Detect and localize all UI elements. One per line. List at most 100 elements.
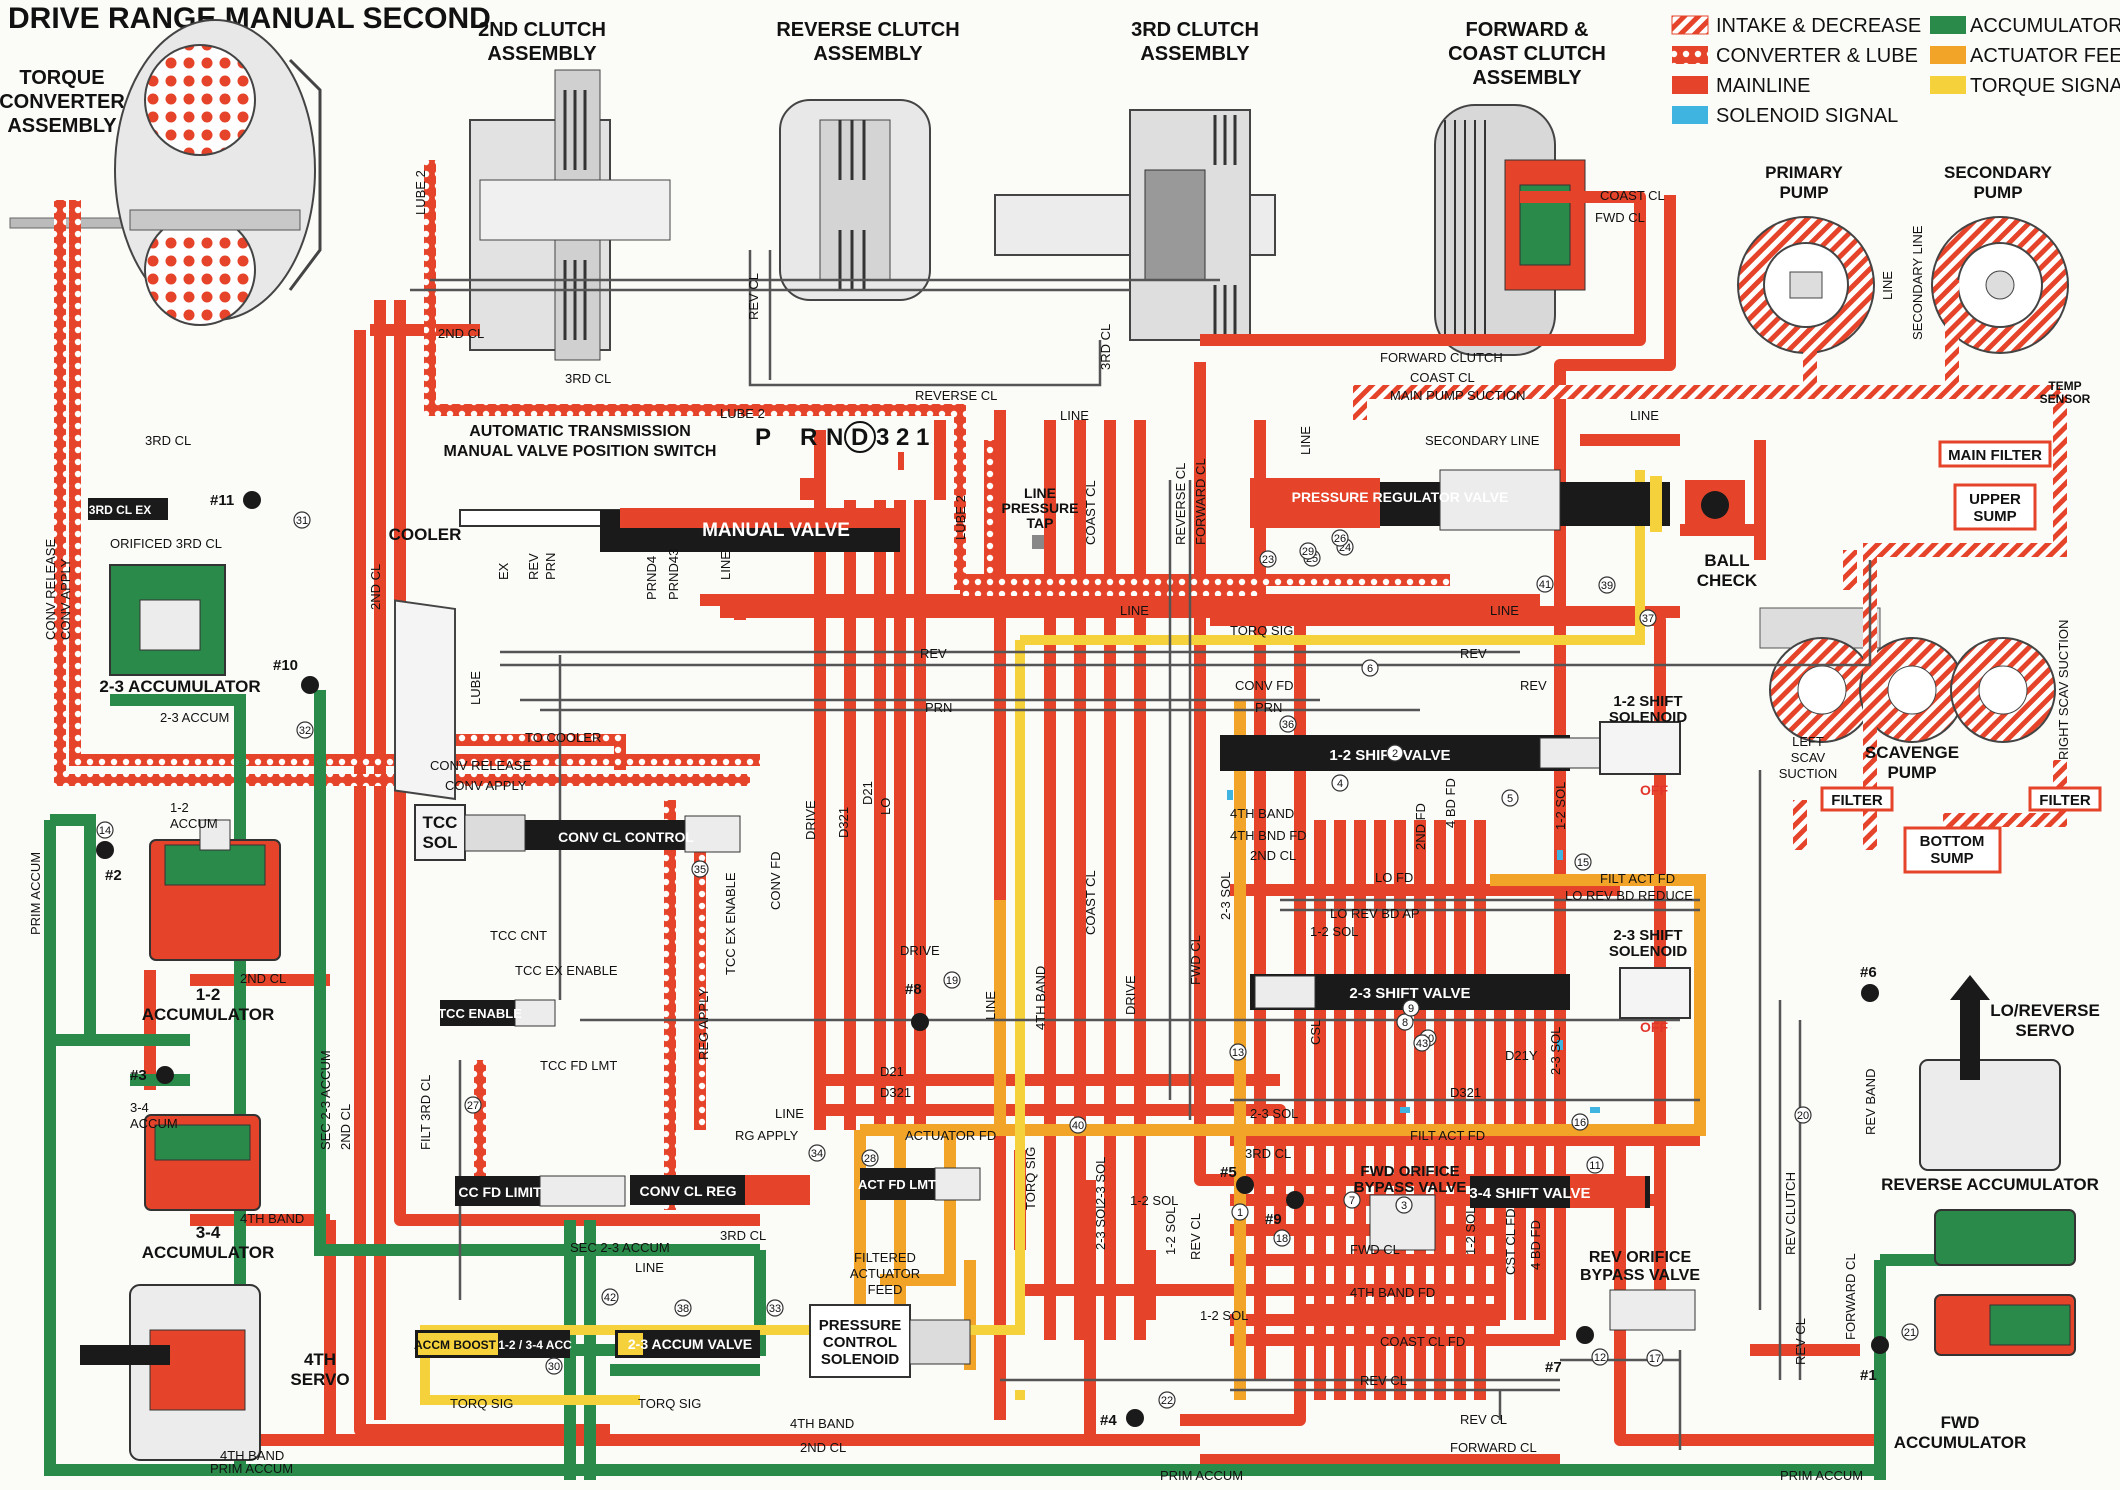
legend-actuator: ACTUATOR FEED [1930,45,2120,67]
shift-valve-2-3[interactable]: 2-3 SHIFT VALVE [1250,974,1570,1010]
svg-text:ASSEMBLY: ASSEMBLY [487,43,597,65]
orifice-9: 9 [1402,999,1420,1017]
main-filter: MAIN FILTER [1938,440,2052,468]
orifice-23: 23 [1259,550,1277,568]
svg-text:2-3 SOL: 2-3 SOL [1218,872,1233,920]
lbl-d321-right: D321 [1450,1085,1481,1100]
act-fd-lmt-valve[interactable]: ACT FD LMT [858,1167,981,1201]
valve-bodies: MANUAL VALVE PRESSURE REGULATOR VALVE 1-… [88,469,1670,1358]
pressure-regulator-valve[interactable]: PRESSURE REGULATOR VALVE [1250,469,1670,532]
orifice-number: 34 [811,1148,823,1160]
svg-text:ASSEMBLY: ASSEMBLY [1140,43,1250,65]
lbl-line-low: LINE [635,1260,664,1275]
lbl-2-3-accum: 2-3 ACCUM [160,710,229,725]
orifice-number: 40 [1072,1120,1084,1132]
svg-text:SCAV: SCAV [1791,750,1826,765]
svg-text:2-3 SOL: 2-3 SOL [1548,1027,1563,1075]
svg-text:UPPER: UPPER [1969,491,2021,508]
legend-mainline: MAINLINE [1672,75,1810,97]
orifice-number: 38 [677,1303,689,1315]
lbl-tcc-ex-enable: TCC EX ENABLE [515,963,618,978]
orifice-27: 27 [464,1096,482,1114]
svg-text:1-2 SOL: 1-2 SOL [1163,1207,1178,1255]
orifice-20: 20 [1794,1106,1812,1124]
right-scav-label: RIGHT SCAV SUCTION [2056,620,2071,760]
orifice-30: 30 [545,1357,563,1375]
svg-text:TORQUE SIGNAL: TORQUE SIGNAL [1970,75,2120,97]
accumulator-1-2: 1-2 ACCUMULATOR 1-2 ACCUM [142,800,281,1024]
svg-text:SENSOR: SENSOR [2040,392,2091,406]
svg-text:REV CL: REV CL [1793,1318,1808,1365]
svg-text:TORQ SIG: TORQ SIG [1023,1147,1038,1210]
lbl-2nd-cl-top: 2ND CL [438,326,484,341]
lbl-line-pump: LINE [1630,408,1659,423]
svg-text:2-3 SHIFT VALVE: 2-3 SHIFT VALVE [1349,985,1470,1002]
lbl-4th-bnd-fd: 4TH BND FD [1230,828,1307,843]
orifice-17: 17 [1646,1349,1664,1367]
checkball-6: #6 [1860,964,1879,1002]
svg-text:ACCUMULATOR: ACCUMULATOR [1894,1433,2027,1452]
svg-text:ACTUATOR FEED: ACTUATOR FEED [1970,45,2120,67]
lbl-conv-fd: CONV FD [1235,678,1294,693]
svg-text:COOLER: COOLER [389,525,462,544]
checkballs: #1 #2 #3 #4 #5 #6 #7 #8 #9 #10 #11 [96,491,1889,1429]
tcc-enable-valve[interactable]: TCC ENABLE [438,999,556,1027]
svg-text:DRIVE: DRIVE [803,800,818,840]
orifice-number: 12 [1594,1352,1606,1364]
conv-cl-control-valve[interactable]: CONV CL CONTROL [520,815,741,853]
lbl-lo-rev-bd-reduce: LO REV BD REDUCE [1565,888,1693,903]
svg-text:ASSEMBLY: ASSEMBLY [1472,67,1582,89]
svg-text:PUMP: PUMP [1779,183,1828,202]
orifice-number: 30 [548,1361,560,1373]
svg-text:D321: D321 [836,807,851,838]
svg-text:MAINLINE: MAINLINE [1716,75,1810,97]
orifice-7: 7 [1343,1191,1361,1209]
solenoid-signal-circuits [1227,790,1600,1113]
manual-valve-position-switch: AUTOMATIC TRANSMISSION MANUAL VALVE POSI… [444,421,929,470]
forward-coast-label: FORWARD & [1466,19,1589,41]
checkball-10: #10 [273,657,319,694]
lbl-d21y: D21Y [1505,1048,1538,1063]
accm-boost-valve[interactable]: ACCM BOOST 1-2 / 3-4 ACC [414,1330,572,1358]
svg-text:FWD: FWD [1941,1413,1980,1432]
svg-text:2ND CL: 2ND CL [368,564,383,610]
svg-text:1-2 SOL: 1-2 SOL [1553,782,1568,830]
svg-text:LINE: LINE [1880,271,1895,300]
svg-text:3RD CL EX: 3RD CL EX [89,503,151,517]
accum-2-3-valve[interactable]: 2-3 ACCUM VALVE [615,1330,760,1358]
torque-converter-label: TORQUE [19,67,104,89]
svg-text:CC FD LIMIT: CC FD LIMIT [458,1184,542,1200]
checkball-4: #4 [1100,1409,1144,1429]
orifice-number: 43 [1416,1038,1428,1050]
svg-text:CONV CL REG: CONV CL REG [640,1183,737,1199]
shift-valve-1-2[interactable]: 1-2 SHIFT VALVE [1220,735,1601,771]
second-clutch-label: 2ND CLUTCH [478,19,606,41]
accumulator-3-4: 3-4 ACCUMULATOR 3-4 ACCUM [130,1100,274,1262]
orifice-3: 3 [1395,1196,1413,1214]
svg-text:TCC ENABLE: TCC ENABLE [438,1006,522,1021]
cooler: COOLER [389,525,462,801]
cc-fd-limit-valve[interactable]: CC FD LIMIT [455,1175,626,1207]
svg-text:MANUAL VALVE: MANUAL VALVE [702,520,850,541]
svg-text:SOLENOID SIGNAL: SOLENOID SIGNAL [1716,105,1898,127]
lbl-rev-3: REV [1520,678,1547,693]
shift-valve-3-4[interactable]: 3-4 SHIFT VALVE [1469,1176,1650,1208]
legend-torque: TORQUE SIGNAL [1930,75,2120,97]
prnd-1: 1 [916,424,929,451]
lbl-drive: DRIVE [900,943,940,958]
third-cl-ex-valve[interactable]: 3RD CL EX [88,498,168,520]
svg-text:PRESSURE: PRESSURE [1001,500,1078,516]
manual-valve[interactable]: MANUAL VALVE [459,478,900,552]
pressure-control-solenoid: PRESSURE CONTROL SOLENOID [809,1304,971,1378]
svg-text:SOLENOID: SOLENOID [1609,943,1688,960]
svg-text:#6: #6 [1860,964,1877,981]
accumulator-2-3: 2-3 ACCUMULATOR [99,564,261,696]
lbl-prim-accum-2: PRIM ACCUM [1160,1468,1243,1483]
svg-text:CST CL FD: CST CL FD [1503,1209,1518,1275]
orifice-34: 34 [808,1144,826,1162]
scavenge-pump-label: SCAVENGE [1865,743,1959,762]
lbl-4th-band: 4TH BAND [1230,806,1294,821]
orifice-number: 32 [299,725,311,737]
lbl-4th-band-accum: 4TH BAND [240,1211,304,1226]
conv-cl-reg-valve[interactable]: CONV CL REG [630,1175,810,1205]
